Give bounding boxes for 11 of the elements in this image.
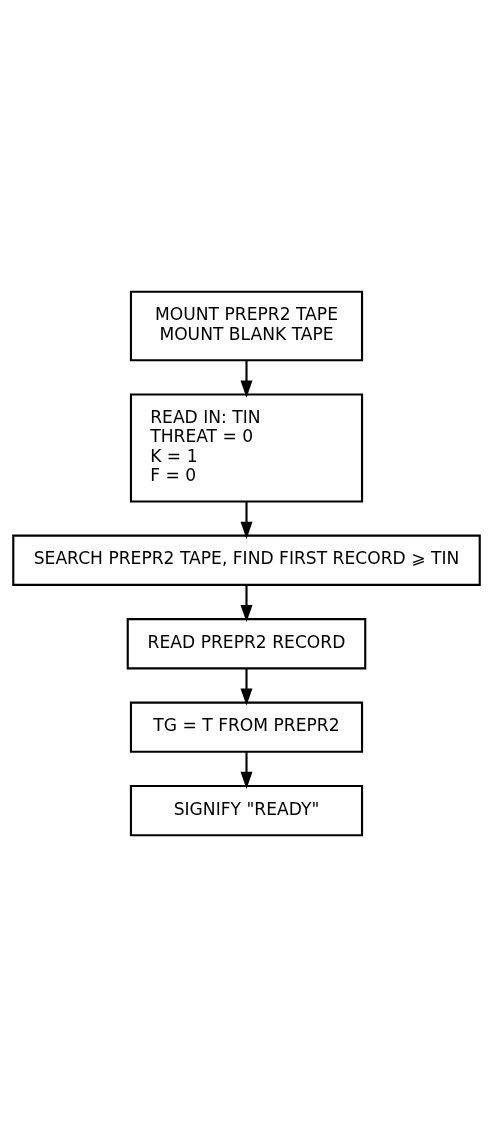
node-box: SIGNIFY "READY" <box>129 784 363 836</box>
node-box: READ PREPR2 RECORD <box>126 617 366 669</box>
arrow <box>240 584 252 622</box>
node-box: TG = T FROM PREPR2 <box>129 701 363 753</box>
node-box: SEARCH PREPR2 TAPE, FIND FIRST RECORD ⩾ TIN <box>11 534 481 586</box>
arrow <box>240 359 252 398</box>
node-box: READ IN: TIN THREAT = 0 K = 1 F = 0 <box>129 392 363 502</box>
arrow <box>240 668 252 706</box>
arrow <box>240 501 252 539</box>
node-box: MOUNT PREPR2 TAPE MOUNT BLANK TAPE <box>129 290 363 361</box>
arrow <box>240 751 252 789</box>
